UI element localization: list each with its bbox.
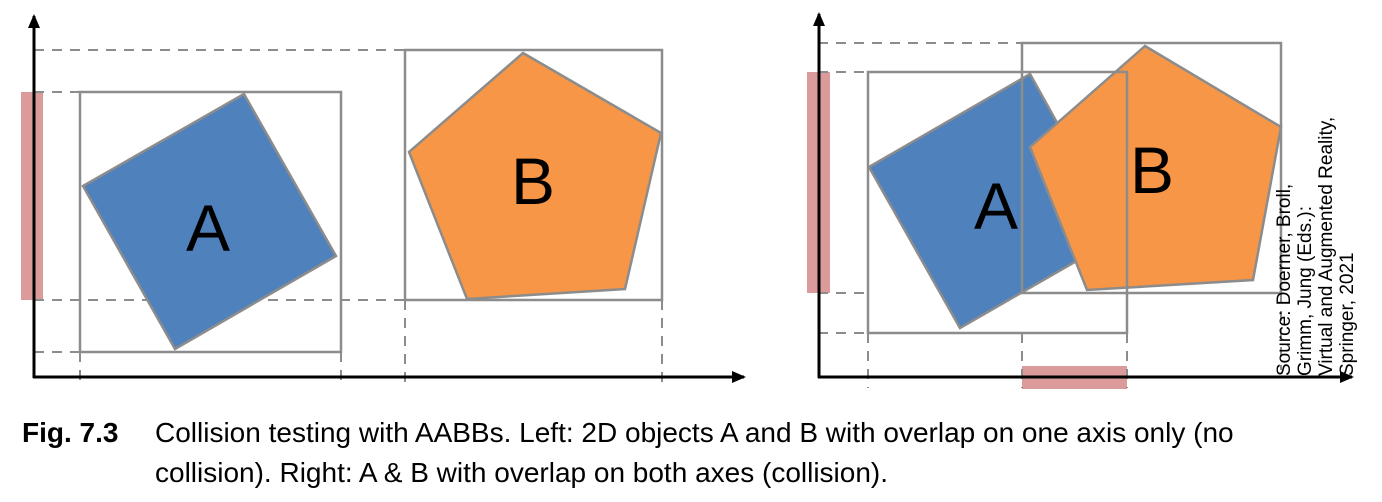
- source-line-4: Springer, 2021: [1337, 252, 1358, 376]
- left-bbox-a: [78, 90, 343, 354]
- source-line-1: Source: Doerner, Broll,: [1274, 184, 1295, 376]
- left-panel: A B: [21, 14, 746, 388]
- right-bbox-a: [866, 70, 1129, 335]
- caption-text: Collision testing with AABBs. Left: 2D o…: [155, 417, 1234, 488]
- right-label-a: A: [974, 169, 1018, 243]
- source-line-3: Virtual and Augmented Reality,: [1316, 117, 1337, 376]
- right-projection-lines: [818, 42, 1282, 388]
- caption-tag: Fig. 7.3: [22, 417, 119, 448]
- left-y-overlap-bar: [21, 92, 43, 300]
- right-panel: A B: [807, 12, 1354, 389]
- source-attribution: Source: Doerner, Broll, Grimm, Jung (Eds…: [1274, 117, 1358, 376]
- collision-figure: A B A B: [21, 12, 1358, 389]
- right-label-b: B: [1130, 133, 1174, 207]
- source-line-2: Grimm, Jung (Eds.):: [1295, 206, 1316, 376]
- left-object-b: [407, 51, 663, 301]
- right-object-b: [1028, 44, 1283, 292]
- left-object-a: [81, 92, 338, 351]
- left-label-b: B: [511, 144, 555, 218]
- right-bbox-b: [1020, 41, 1283, 295]
- left-bbox-b: [403, 48, 664, 302]
- left-label-a: A: [186, 191, 230, 265]
